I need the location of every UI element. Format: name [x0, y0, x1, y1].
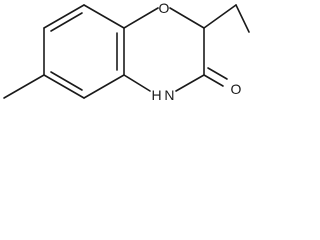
benzene-ring	[43, 4, 125, 99]
bond-o1-c2	[169, 7, 205, 29]
bond-c8-c7	[43, 4, 85, 29]
bond-carbonyl-1	[203, 74, 224, 87]
oxazine-ring	[123, 7, 205, 92]
chemical-structure-diagram: O H N O	[3, 0, 250, 103]
bond-carbonyl-2	[207, 67, 228, 80]
atom-label-carbonyl-oxygen: O	[231, 81, 242, 97]
bond-ethyl-ch2	[203, 4, 237, 29]
bond-n4-c4a	[123, 74, 151, 92]
bond-c3-n4	[175, 74, 205, 92]
bond-c8a-c8	[83, 4, 125, 29]
bond-c5-c4a	[83, 74, 125, 99]
bond-c8a-o1	[123, 7, 159, 29]
double-bond-c6-c5-inner	[50, 71, 83, 91]
bond-methyl	[3, 74, 45, 99]
atom-label-ring-oxygen: O	[159, 0, 170, 16]
atom-label-ring-nitrogen: H N	[151, 87, 174, 103]
double-bond-c8-c7-inner	[50, 12, 83, 32]
bond-ethyl-ch3	[235, 4, 250, 33]
bond-c6-c5	[43, 74, 85, 99]
